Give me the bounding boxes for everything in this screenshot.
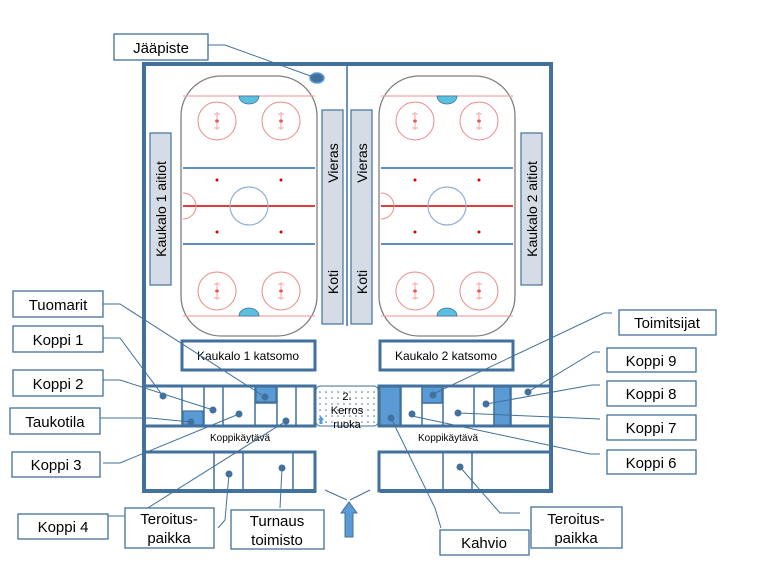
svg-text:Koppi 3: Koppi 3: [31, 457, 82, 474]
svg-text:Taukotila: Taukotila: [25, 414, 85, 431]
leader-lines: [100, 44, 612, 529]
room-markers: [159, 388, 532, 478]
svg-text:Koppi 2: Koppi 2: [33, 376, 84, 393]
right-lower-block: [377, 450, 553, 493]
rink-2-boxes-label: Kaukalo 2 aitiot: [524, 161, 540, 257]
callout-toimitsijat: Toimitsijat: [618, 309, 717, 336]
second-floor-line3: ruoka: [333, 419, 361, 431]
entrance-arrow-icon: [340, 501, 358, 538]
left-lower-block: [142, 450, 317, 493]
callout-kahvio: Kahvio: [439, 529, 530, 556]
callout-koppi-9: Koppi 9: [606, 347, 697, 373]
rink-2-stands-label: Kaukalo 2 katsomo: [395, 349, 497, 363]
svg-text:Teroitus-: Teroitus-: [140, 511, 198, 528]
rink-2-home-label: Koti: [354, 270, 370, 294]
rink-1-boxes-label: Kaukalo 1 aitiot: [153, 161, 169, 257]
ice-spot-marker: [309, 72, 325, 84]
rink-1-away-label: Vieras: [325, 143, 341, 182]
svg-text:toimisto: toimisto: [251, 532, 303, 549]
callout-koppi-4: Koppi 4: [17, 513, 109, 540]
svg-text:Koppi 6: Koppi 6: [626, 455, 677, 472]
rink-2: [378, 75, 516, 337]
svg-text:Koppi 1: Koppi 1: [33, 332, 84, 349]
svg-text:Koppi 8: Koppi 8: [626, 386, 677, 403]
svg-text:Kahvio: Kahvio: [461, 535, 507, 552]
door-swing-left: [324, 489, 348, 501]
svg-text:Koppi 7: Koppi 7: [626, 420, 677, 437]
callout-taukotila: Taukotila: [9, 407, 101, 435]
rink-1-team-bench: [321, 109, 344, 325]
cafe-room: [379, 386, 401, 426]
left-corridor-label: Koppikäytävä: [210, 433, 270, 444]
callout-teroitus-right: Teroitus- paikka: [530, 506, 623, 549]
rink-1-home-label: Koti: [325, 270, 341, 294]
callout-turnaus: Turnaus toimisto: [230, 509, 325, 550]
rink-1: [180, 75, 318, 337]
rink-2-stands: [378, 339, 515, 372]
callout-jaapiste: Jääpiste: [113, 33, 209, 61]
callout-koppi-6: Koppi 6: [606, 449, 697, 475]
left-lower-dividers: [213, 452, 294, 491]
left-locker-dividers: [181, 386, 297, 426]
svg-text:Turnaus: Turnaus: [250, 513, 304, 530]
entrance-gap: [316, 487, 380, 495]
locker-room-8-area: [493, 386, 511, 426]
door-swing-right: [349, 489, 371, 501]
svg-text:Jääpiste: Jääpiste: [133, 40, 189, 57]
right-lower-dividers: [442, 452, 473, 491]
rink-1-boxes: [149, 132, 172, 286]
right-corridor-label: Koppikäytävä: [418, 433, 478, 444]
callout-koppi-3: Koppi 3: [11, 451, 101, 478]
rink-2-away-label: Vieras: [354, 143, 370, 182]
svg-text:Koppi 4: Koppi 4: [38, 519, 89, 536]
svg-text:paikka: paikka: [554, 530, 598, 547]
second-floor-line1: 2.: [342, 391, 351, 403]
svg-text:Koppi 9: Koppi 9: [626, 353, 677, 370]
callout-koppi-7: Koppi 7: [606, 414, 697, 441]
rink-1-stands: [180, 339, 317, 372]
rink-2-boxes: [520, 132, 543, 286]
svg-text:Tuomarit: Tuomarit: [29, 297, 88, 314]
callout-tuomarit: Tuomarit: [12, 290, 104, 318]
callout-koppi-8: Koppi 8: [606, 380, 697, 407]
callout-teroitus-left: Teroitus- paikka: [124, 507, 215, 549]
callout-koppi-1: Koppi 1: [12, 325, 104, 353]
rink-1-stands-label: Kaukalo 1 katsomo: [197, 349, 299, 363]
second-floor-line2: Kerros: [331, 405, 364, 417]
right-locker-dividers: [400, 386, 512, 426]
stairs-up-icon: [318, 416, 324, 424]
left-locker-block: [142, 384, 317, 428]
rink-2-team-bench: [350, 109, 373, 325]
callout-koppi-2: Koppi 2: [12, 369, 104, 397]
svg-text:Toimitsijat: Toimitsijat: [634, 315, 701, 332]
right-locker-block: [377, 384, 553, 428]
svg-text:paikka: paikka: [147, 530, 191, 547]
svg-text:Teroitus-: Teroitus-: [547, 511, 605, 528]
